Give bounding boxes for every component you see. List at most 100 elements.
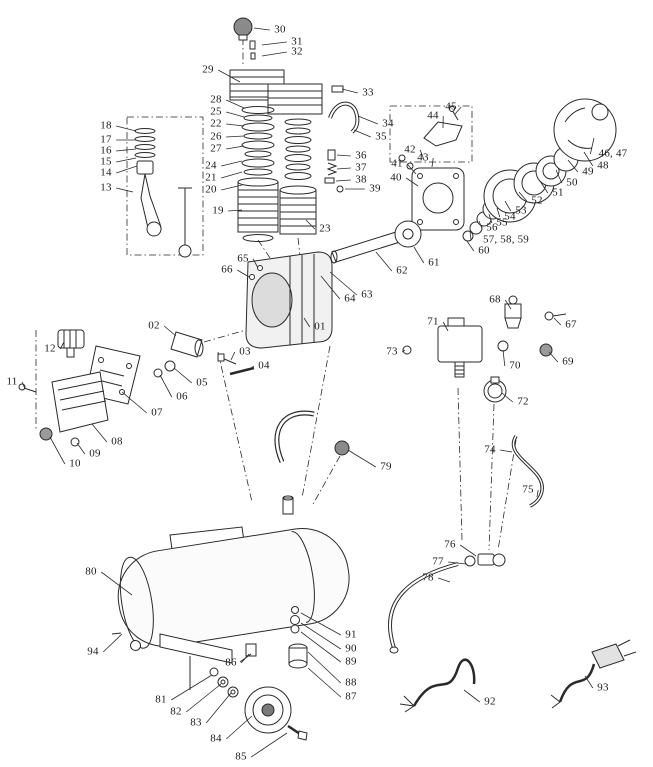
construction-lines	[36, 38, 516, 550]
knob-group	[234, 18, 255, 59]
leader-line-54	[497, 208, 500, 217]
leader-line-12	[60, 342, 64, 349]
leader-line-46-47	[590, 138, 594, 154]
leader-line-28	[226, 100, 244, 108]
leader-line-75	[537, 490, 538, 497]
leader-line-01	[304, 318, 310, 327]
leader-line-65	[253, 259, 258, 268]
leader-line-70	[503, 350, 505, 366]
leader-line-15	[116, 158, 136, 162]
leader-line-77	[448, 562, 466, 564]
leader-line-04	[249, 366, 254, 370]
leader-line-79	[348, 450, 376, 467]
leader-line-18	[116, 126, 136, 131]
leader-line-64	[321, 276, 340, 299]
breather-pipe	[330, 104, 357, 132]
leader-line-37	[337, 168, 351, 169]
leader-line-31	[262, 42, 287, 45]
leader-line-57-58-59	[470, 231, 471, 240]
leader-line-34	[358, 116, 378, 124]
leader-line-26	[226, 136, 244, 137]
leader-line-10	[50, 437, 65, 464]
leader-line-50	[556, 170, 562, 183]
leader-line-22	[226, 124, 244, 126]
leader-line-56	[479, 221, 482, 228]
leader-line-69	[549, 352, 558, 362]
leader-line-36	[337, 155, 351, 156]
handle-group	[277, 413, 349, 462]
leader-line-76	[460, 545, 476, 556]
leader-line-02	[164, 326, 176, 336]
leader-line-73	[402, 350, 405, 352]
leader-line-48	[584, 152, 593, 166]
leader-line-27	[226, 146, 244, 149]
regulator-group	[498, 296, 566, 356]
leader-line-52	[519, 192, 527, 201]
leader-line-14	[116, 166, 137, 173]
leader-line-60	[467, 241, 474, 251]
pressure-switch-group	[403, 318, 506, 402]
leader-line-03	[231, 352, 235, 360]
leader-line-45	[455, 107, 461, 114]
leader-line-74	[500, 450, 512, 452]
leader-line-67	[554, 318, 561, 325]
motor-group	[463, 99, 616, 241]
leader-line-82	[186, 684, 221, 712]
leader-line-86	[241, 654, 249, 663]
leader-line-49	[568, 160, 578, 172]
leader-line-06	[160, 375, 172, 397]
leader-line-05	[174, 368, 192, 383]
leader-line-66	[237, 270, 249, 277]
leader-line-68	[505, 300, 511, 309]
leader-line-72	[502, 393, 513, 402]
cylinder-head-group	[230, 70, 343, 114]
power-cord	[400, 660, 474, 712]
leader-line-85	[251, 733, 287, 757]
leader-line-92	[464, 690, 480, 702]
wheel-group	[210, 668, 307, 740]
leader-line-42	[420, 150, 424, 160]
leader-line-08	[92, 424, 107, 442]
leader-line-88	[308, 652, 341, 683]
under-tank-parts	[240, 607, 307, 669]
leader-line-87	[308, 668, 341, 697]
piston-rod-group	[135, 129, 192, 258]
leader-line-40	[406, 178, 418, 186]
bracket-group	[424, 107, 462, 147]
leader-line-90	[301, 623, 341, 649]
leader-line-83	[206, 693, 231, 723]
leader-line-55	[489, 214, 492, 223]
hose-group	[390, 554, 505, 653]
leader-line-38	[336, 180, 351, 181]
leader-line-81	[171, 675, 212, 700]
outlet-pipe	[513, 436, 542, 506]
leader-line-21	[221, 172, 242, 178]
leader-line-19	[228, 210, 242, 211]
air-filter-group	[19, 330, 108, 446]
leader-line-30	[254, 28, 270, 30]
leader-line-09	[77, 443, 85, 454]
leader-line-80	[101, 572, 132, 595]
leader-line-61	[414, 247, 424, 263]
leader-line-94	[103, 634, 122, 652]
leader-line-93	[585, 676, 593, 688]
leader-line-43	[432, 158, 433, 167]
leader-line-11	[22, 382, 25, 389]
leader-line-53	[505, 201, 511, 211]
leader-line-13	[116, 188, 133, 192]
leader-line-07	[122, 392, 147, 413]
crankcase-group	[399, 155, 464, 230]
cylinder-stack-2	[280, 119, 316, 234]
leader-line-35	[354, 130, 371, 137]
leader-line-78	[438, 578, 450, 582]
leader-line-89	[301, 632, 341, 662]
leader-line-25	[226, 112, 244, 117]
leader-line-16	[116, 149, 136, 151]
leader-line-71	[443, 322, 448, 331]
leader-line-63	[330, 272, 357, 295]
leader-line-62	[376, 252, 392, 271]
leader-line-24	[221, 161, 242, 166]
